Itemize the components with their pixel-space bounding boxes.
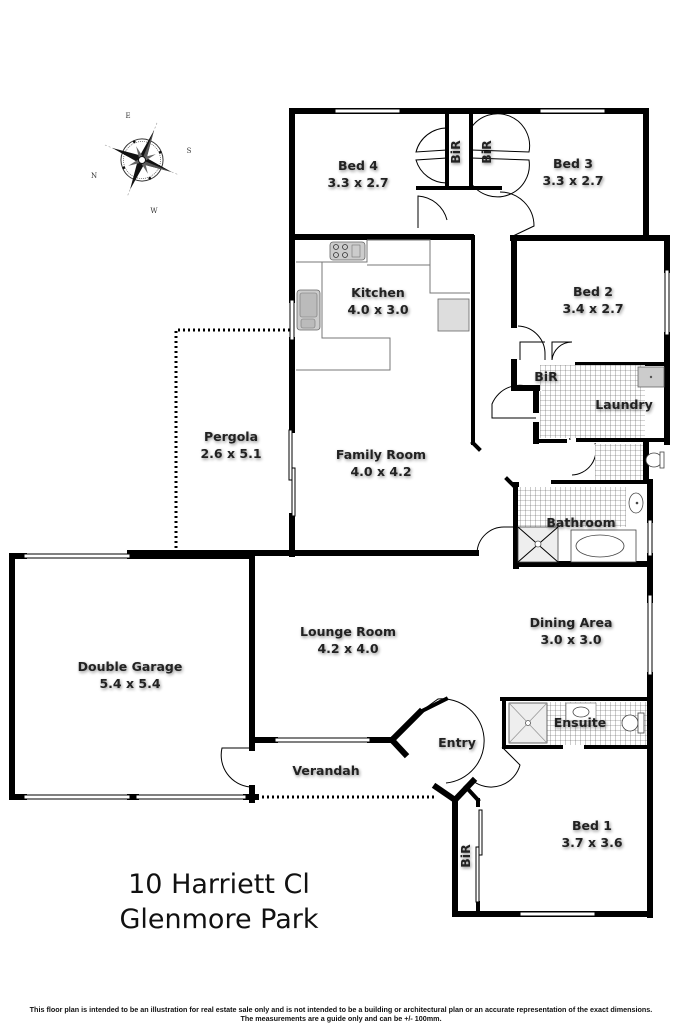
kitchen-sink-icon — [296, 289, 321, 331]
bed4-name: Bed 4 — [338, 158, 378, 173]
bed2-bir-label: BiR — [534, 369, 558, 384]
bathtub-icon — [570, 529, 637, 563]
family-room-size: 4.0 x 4.2 — [350, 464, 411, 479]
toilet-icon — [645, 451, 665, 469]
bed1-name: Bed 1 — [572, 818, 612, 833]
lounge-size: 4.2 x 4.0 — [317, 641, 378, 656]
compass-rose-icon — [104, 122, 180, 198]
compass-north-label: E — [125, 112, 130, 120]
disclaimer-line2: The measurements are a guide only and ca… — [240, 1014, 442, 1023]
pergola-size: 2.6 x 5.1 — [200, 446, 261, 461]
laundry-name: Laundry — [595, 397, 652, 412]
ensuite-name: Ensuite — [554, 715, 607, 730]
pergola-name: Pergola — [204, 429, 258, 444]
fridge-icon — [437, 298, 470, 332]
disclaimer-line1: This floor plan is intended to be an ill… — [29, 1005, 653, 1014]
doors — [220, 113, 646, 788]
laundry-tub-icon — [637, 366, 665, 388]
lounge-name: Lounge Room — [300, 624, 396, 639]
garage-name: Double Garage — [78, 659, 183, 674]
fixtures — [296, 239, 665, 745]
compass-west-label: N — [91, 172, 97, 180]
garage-size: 5.4 x 5.4 — [99, 676, 160, 691]
ensuite-shower-icon — [508, 702, 548, 744]
dining-name: Dining Area — [530, 615, 613, 630]
compass-east-label: S — [187, 147, 192, 155]
family-room-name: Family Room — [336, 447, 426, 462]
basin-icon — [628, 492, 644, 514]
compass-south-label: W — [150, 207, 158, 215]
entry-name: Entry — [438, 735, 476, 750]
bed2-name: Bed 2 — [573, 284, 613, 299]
ensuite-basin-icon — [565, 702, 597, 722]
ensuite-toilet-icon — [621, 712, 645, 734]
windows — [23, 108, 670, 917]
bed4-bir-label: BiR — [448, 140, 463, 164]
shower-icon — [517, 526, 559, 563]
dining-size: 3.0 x 3.0 — [540, 632, 601, 647]
bed3-bir-label: BiR — [479, 140, 494, 164]
kitchen-name: Kitchen — [351, 285, 405, 300]
bed4-size: 3.3 x 2.7 — [327, 175, 388, 190]
address-line1: 10 Harriett Cl — [128, 869, 310, 900]
address-line2: Glenmore Park — [119, 904, 318, 935]
bed3-size: 3.3 x 2.7 — [542, 173, 603, 188]
stove-icon — [329, 241, 366, 261]
bed1-size: 3.7 x 3.6 — [561, 835, 622, 850]
bed2-size: 3.4 x 2.7 — [562, 301, 623, 316]
bed1-bir-label: BiR — [458, 844, 473, 868]
bed3-name: Bed 3 — [553, 156, 593, 171]
kitchen-size: 4.0 x 3.0 — [347, 302, 408, 317]
verandah-name: Verandah — [292, 763, 359, 778]
bathroom-name: Bathroom — [546, 515, 615, 530]
